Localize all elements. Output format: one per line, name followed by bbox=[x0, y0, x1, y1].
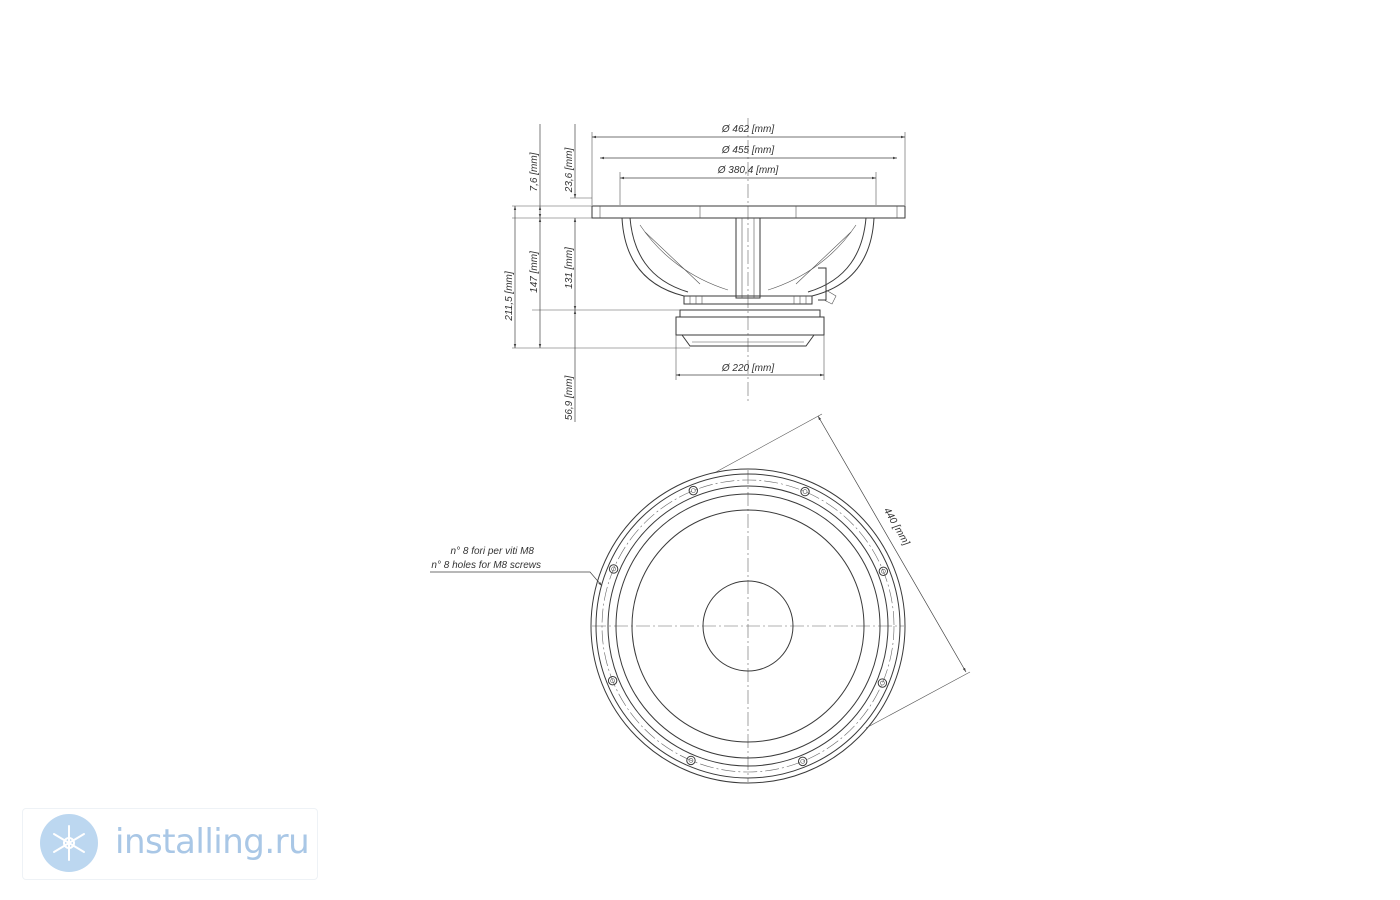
dim-label-455: Ø 455 [mm] bbox=[721, 145, 774, 156]
mounting-hole bbox=[608, 564, 619, 574]
basket-left bbox=[621, 217, 685, 297]
mounting-hole-inner bbox=[611, 566, 616, 572]
front-view: n° 8 fori per viti M8 n° 8 holes for M8 … bbox=[430, 413, 971, 784]
note-english: n° 8 holes for M8 screws bbox=[431, 560, 541, 571]
dim-label-220: Ø 220 [mm] bbox=[721, 363, 774, 374]
magnet bbox=[675, 316, 825, 336]
mounting-hole bbox=[688, 485, 699, 496]
mounting-hole bbox=[607, 675, 618, 686]
motor-top-plate bbox=[683, 295, 813, 305]
mounting-hole bbox=[800, 486, 810, 497]
note-leader bbox=[430, 571, 603, 587]
mounting-hole-inner bbox=[610, 678, 615, 683]
mounting-hole bbox=[877, 678, 888, 688]
mounting-hole bbox=[797, 756, 808, 767]
basket-right bbox=[811, 217, 875, 297]
center-vent bbox=[735, 217, 761, 299]
dim-label-211-5: 211,5 [mm] bbox=[504, 271, 515, 321]
dim-label-440: 440 [mm] bbox=[881, 506, 911, 548]
terminal bbox=[818, 267, 827, 301]
dim-label-7-6: 7,6 [mm] bbox=[529, 152, 540, 191]
dim-label-147: 147 [mm] bbox=[529, 251, 540, 293]
dust-cap bbox=[702, 580, 794, 672]
note-italian: n° 8 fori per viti M8 bbox=[451, 546, 535, 557]
dim-label-56-9: 56,9 [mm] bbox=[564, 376, 575, 421]
mounting-hole-inner bbox=[880, 680, 885, 686]
mounting-hole bbox=[686, 755, 696, 766]
dim-label-23-6: 23,6 [mm] bbox=[564, 148, 575, 194]
dim-label-131: 131 [mm] bbox=[564, 247, 575, 289]
magnet-plate bbox=[679, 309, 821, 318]
watermark: installing.ru bbox=[22, 808, 318, 880]
mounting-hole-inner bbox=[802, 489, 808, 494]
mounting-hole-inner bbox=[688, 758, 694, 763]
mounting-hole-inner bbox=[691, 488, 696, 493]
watermark-text: installing.ru bbox=[115, 822, 310, 862]
speaker-flange bbox=[591, 205, 906, 219]
dim-label-380: Ø 380,4 [mm] bbox=[717, 165, 779, 176]
side-view: Ø 462 [mm] Ø 455 [mm] Ø 380,4 [mm] Ø 220… bbox=[504, 118, 906, 422]
motor-back bbox=[681, 334, 815, 347]
mounting-hole-inner bbox=[800, 759, 805, 764]
dim-label-462: Ø 462 [mm] bbox=[721, 124, 774, 135]
snowflake-icon bbox=[40, 814, 98, 872]
dim-line-440 bbox=[817, 415, 967, 673]
